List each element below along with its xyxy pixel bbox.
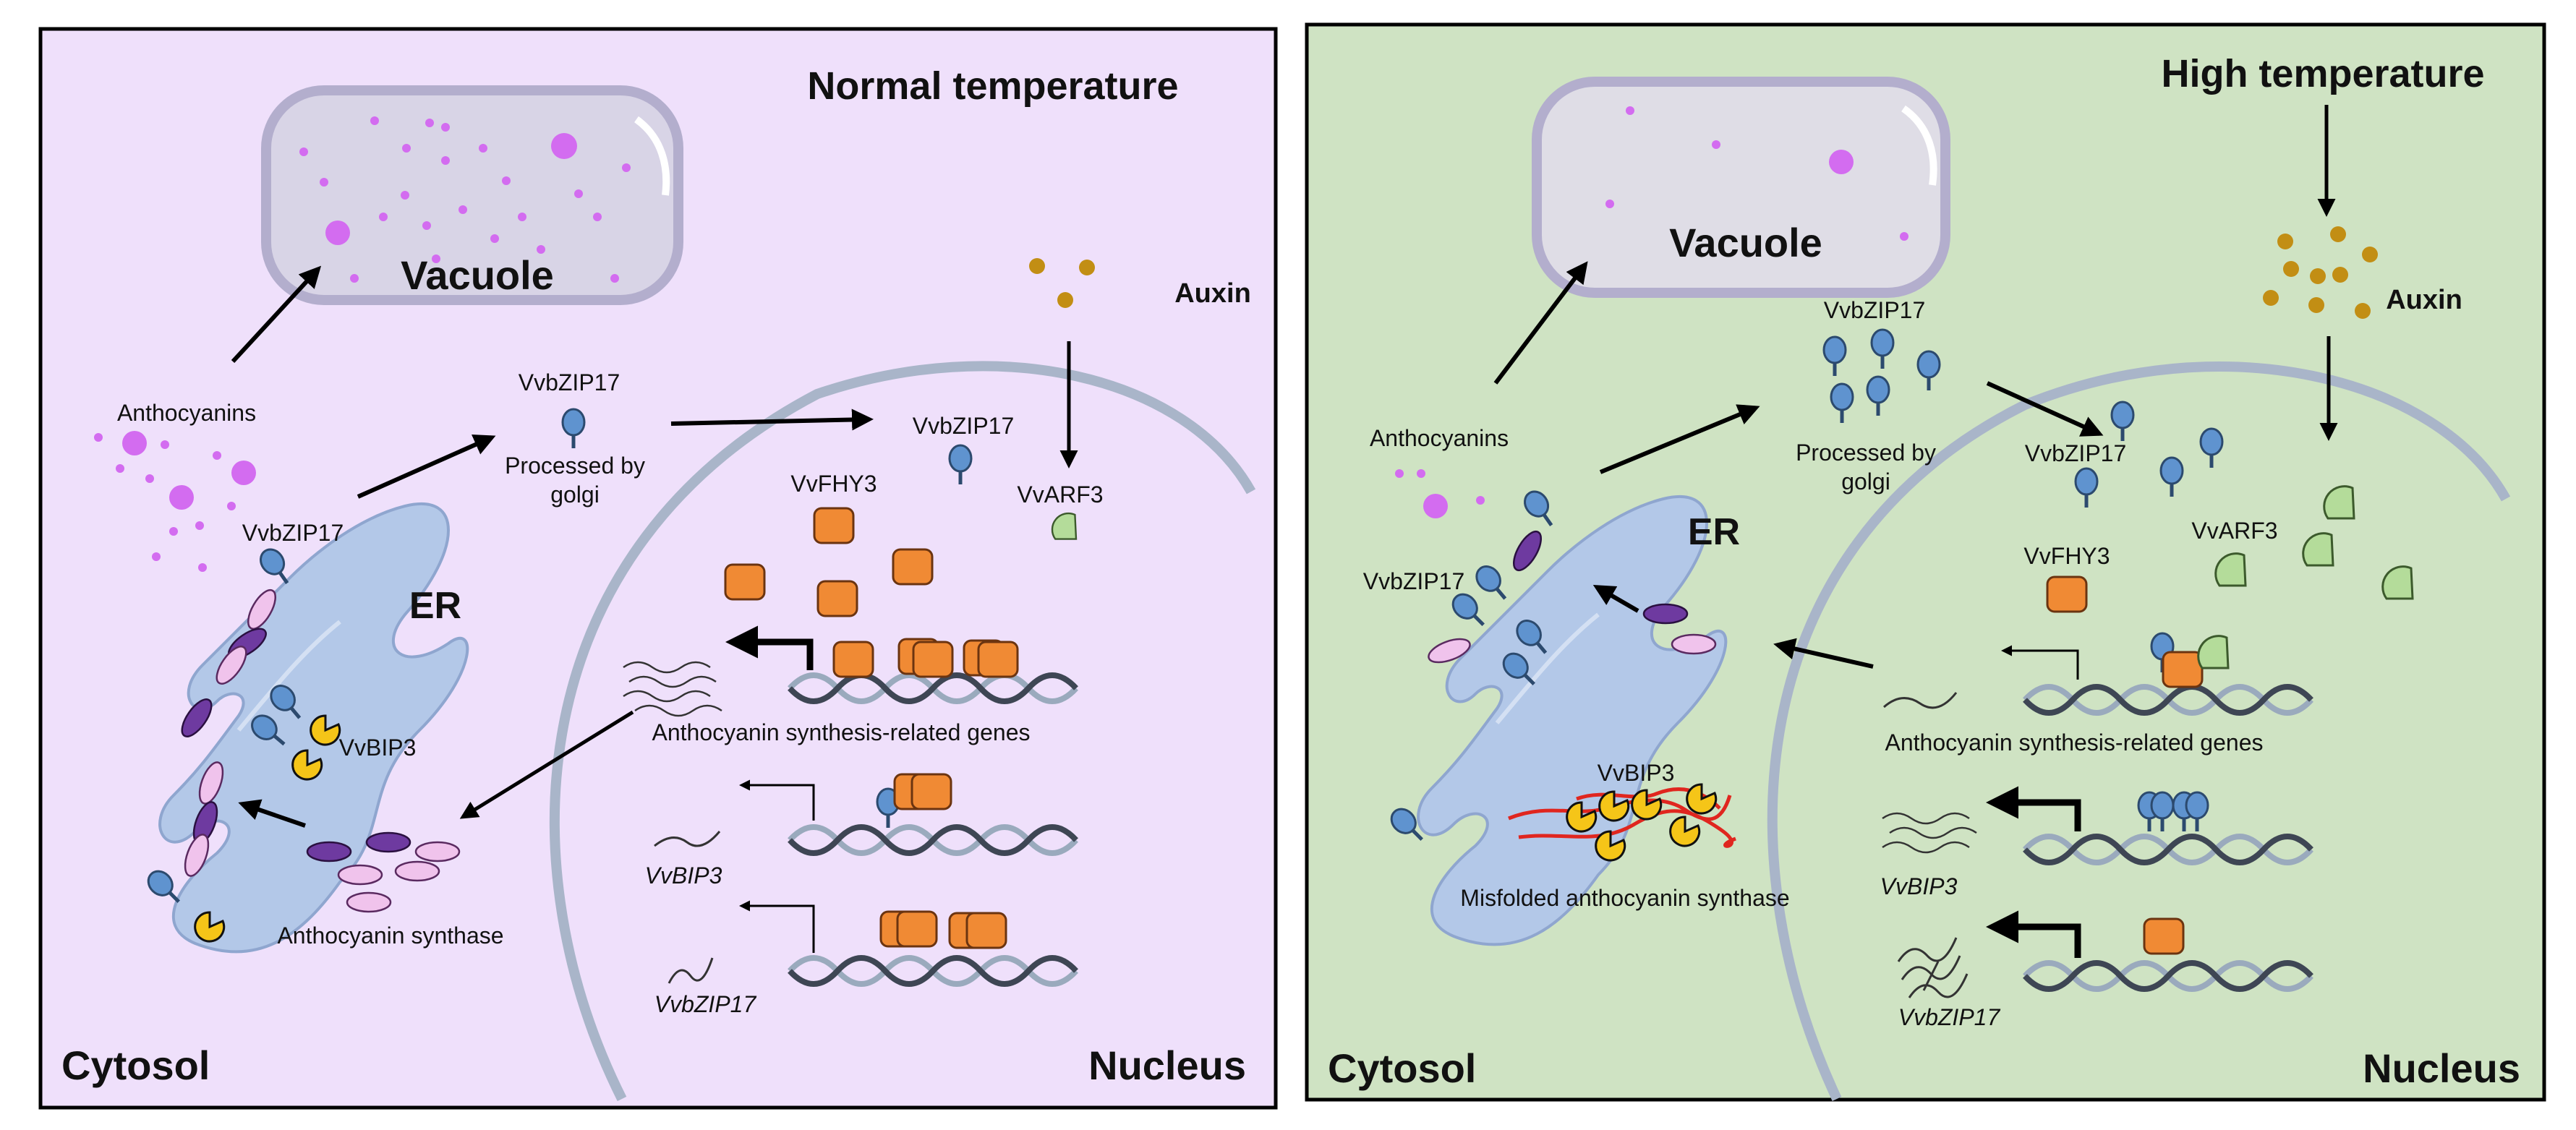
- right-cytosol-label: Cytosol: [1328, 1045, 1476, 1091]
- left-vvfhy3-bound: [910, 773, 952, 810]
- right-synthase-er: [1671, 633, 1717, 655]
- left-er-label: ER: [409, 585, 461, 627]
- left-synthase: [365, 831, 411, 853]
- left-vacuole: [261, 85, 683, 305]
- left-vvbip3-label: VvBIP3: [339, 735, 417, 761]
- right-vacuole: [1532, 77, 1950, 298]
- right-vvfhy3-bound: [2143, 917, 2185, 955]
- right-anthocyanins-label: Anthocyanins: [1370, 425, 1509, 451]
- right-processed-label-2: golgi: [1841, 468, 1890, 495]
- right-vvfhy3-label: VvFHY3: [2023, 543, 2110, 569]
- left-panel: Vacuole Anthocyanins Auxin ER VvbZIP17: [38, 27, 1278, 1110]
- left-vvfhy3-bound: [896, 910, 938, 948]
- left-vvfhy3-bound: [912, 641, 954, 678]
- right-title: High temperature: [2161, 52, 2484, 95]
- left-synthase: [394, 860, 440, 882]
- right-promoter-arrow-weak: [2001, 645, 2079, 680]
- left-anthocyanin-synthase-label: Anthocyanin synthase: [277, 923, 503, 949]
- right-misfolded-label: Misfolded anthocyanin synthase: [1460, 885, 1789, 911]
- left-arrow-to-golgi: [357, 435, 496, 499]
- right-anthocyanin-dots: [1395, 469, 1485, 518]
- left-nucleus-membrane: [549, 361, 1256, 1102]
- right-vvbzip17-nucleus-label: VvbZIP17: [2025, 440, 2127, 466]
- left-promoter-arrow-weak: [739, 900, 815, 953]
- left-arrow-to-nucleus: [670, 408, 874, 431]
- right-panel: Vacuole Anthocyanins Auxin ER VvbZIP17: [1305, 22, 2546, 1102]
- left-synthase: [414, 841, 461, 863]
- right-arrow-synthase-to-er: [1592, 584, 1639, 613]
- right-arrow-to-er: [1773, 638, 1874, 669]
- right-genes-label: Anthocyanin synthesis-related genes: [1885, 729, 2264, 756]
- left-promoter-arrow-weak: [739, 779, 815, 821]
- left-vvfhy3-bound: [832, 641, 874, 678]
- right-promoter-arrow-strong: [1986, 910, 2081, 958]
- right-vvbip3-label: VvBIP3: [1598, 760, 1675, 786]
- right-synthase-er: [1642, 603, 1689, 625]
- right-vvbzip17-mrna: [1897, 937, 1969, 998]
- right-er-label: ER: [1688, 511, 1740, 553]
- right-vvbzip17-golgi-label: VvbZIP17: [1824, 297, 1926, 323]
- left-processed-label-2: golgi: [550, 481, 600, 508]
- left-vvbip3-gene-label: VvBIP3: [645, 863, 722, 889]
- left-auxin-label: Auxin: [1174, 278, 1251, 309]
- right-promoter-arrow-strong: [1986, 786, 2081, 831]
- left-vvfhy3-bound: [965, 912, 1007, 949]
- left-anthocyanins-label: Anthocyanins: [117, 400, 256, 426]
- right-arrow-to-nucleus: [1986, 381, 2104, 437]
- left-vvfhy3: [892, 548, 934, 586]
- right-vvbip3-gene-label: VvBIP3: [1880, 873, 1958, 899]
- left-synthase: [337, 864, 383, 886]
- left-promoter-arrow-strong: [725, 625, 814, 670]
- left-synthase: [346, 891, 392, 913]
- left-vvarf3-label: VvARF3: [1017, 481, 1103, 508]
- right-auxin-dots: [2263, 226, 2378, 319]
- left-vvbip3-mrna: [654, 831, 721, 847]
- left-vvbzip17-golgi-label: VvbZIP17: [519, 369, 620, 395]
- left-vvbzip17-gene-label: VvbZIP17: [654, 991, 757, 1017]
- left-nucleus-label: Nucleus: [1088, 1043, 1246, 1088]
- left-processed-label-1: Processed by: [505, 453, 645, 479]
- right-arrow-to-vacuole: [1493, 261, 1588, 385]
- right-vvfhy3: [2046, 575, 2088, 613]
- left-vvfhy3-bound: [977, 641, 1019, 678]
- right-vvbzip17-er-label: VvbZIP17: [1363, 568, 1465, 594]
- left-arrow-to-synthase: [459, 710, 634, 819]
- right-processed-label-1: Processed by: [1796, 440, 1936, 466]
- right-arrow-to-golgi: [1599, 404, 1760, 474]
- left-auxin-dot: [1057, 292, 1073, 308]
- right-mrna: [1883, 692, 1958, 709]
- left-vvfhy3: [816, 580, 858, 617]
- left-title: Normal temperature: [807, 64, 1178, 108]
- left-synthase: [306, 841, 352, 863]
- left-auxin-dot: [1079, 260, 1095, 275]
- right-auxin-label: Auxin: [2386, 285, 2462, 315]
- left-vacuole-label: Vacuole: [401, 252, 554, 298]
- left-arrow-to-vacuole: [231, 265, 322, 364]
- left-vvbzip17-nucleus-label: VvbZIP17: [913, 413, 1015, 439]
- right-vacuole-label: Vacuole: [1669, 220, 1822, 265]
- left-auxin-dot: [1029, 258, 1045, 274]
- right-vvarf3-label: VvARF3: [2191, 518, 2277, 544]
- left-cytosol-label: Cytosol: [61, 1043, 210, 1088]
- right-vvfhy3-bound: [2162, 651, 2204, 688]
- left-arrow-synthase-to-er: [238, 799, 306, 828]
- left-vvfhy3: [813, 507, 855, 544]
- right-nucleus-label: Nucleus: [2363, 1045, 2520, 1091]
- left-vvfhy3: [724, 563, 766, 601]
- right-nucleus-membrane: [1767, 361, 2511, 1101]
- left-anthocyanin-dots: [94, 431, 256, 572]
- right-vvbzip17-gene-label: VvbZIP17: [1898, 1004, 2001, 1030]
- left-vvbzip17-er-label: VvbZIP17: [242, 520, 344, 546]
- left-vvfhy3-label: VvFHY3: [790, 471, 877, 497]
- left-genes-label: Anthocyanin synthesis-related genes: [652, 719, 1031, 745]
- left-vvbzip17-mrna: [668, 957, 714, 984]
